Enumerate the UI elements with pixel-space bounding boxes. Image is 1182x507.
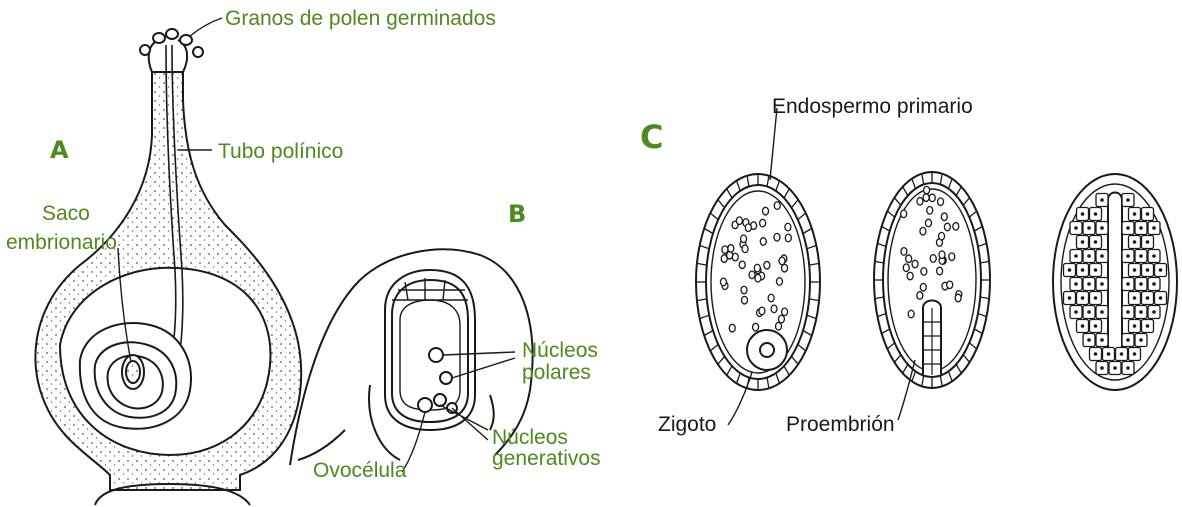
label-nucleos-generativos-line2: generativos — [492, 448, 601, 469]
label-zigoto: Zigoto — [658, 414, 716, 435]
label-granos-polen: Granos de polen germinados — [225, 8, 496, 29]
panel-a-letter: A — [50, 136, 69, 164]
panel-b-letter: B — [508, 200, 526, 228]
pistil-drawing — [35, 18, 301, 505]
label-proembrion: Proembrión — [786, 414, 895, 435]
label-nucleos-polares-line2: polares — [522, 362, 591, 383]
label-nucleos-polares-line1: Núcleos — [522, 340, 598, 361]
label-tubo-polinico: Tubo polínico — [218, 141, 343, 162]
label-endospermo: Endospermo primario — [772, 96, 973, 117]
panel-c-letter: C — [640, 118, 663, 156]
label-ovocelula: Ovocélula — [313, 460, 406, 481]
label-saco-line2: embrionario — [6, 232, 117, 253]
label-nucleos-generativos-line1: Núcleos — [492, 427, 568, 448]
label-saco-line1: Saco — [42, 203, 90, 224]
